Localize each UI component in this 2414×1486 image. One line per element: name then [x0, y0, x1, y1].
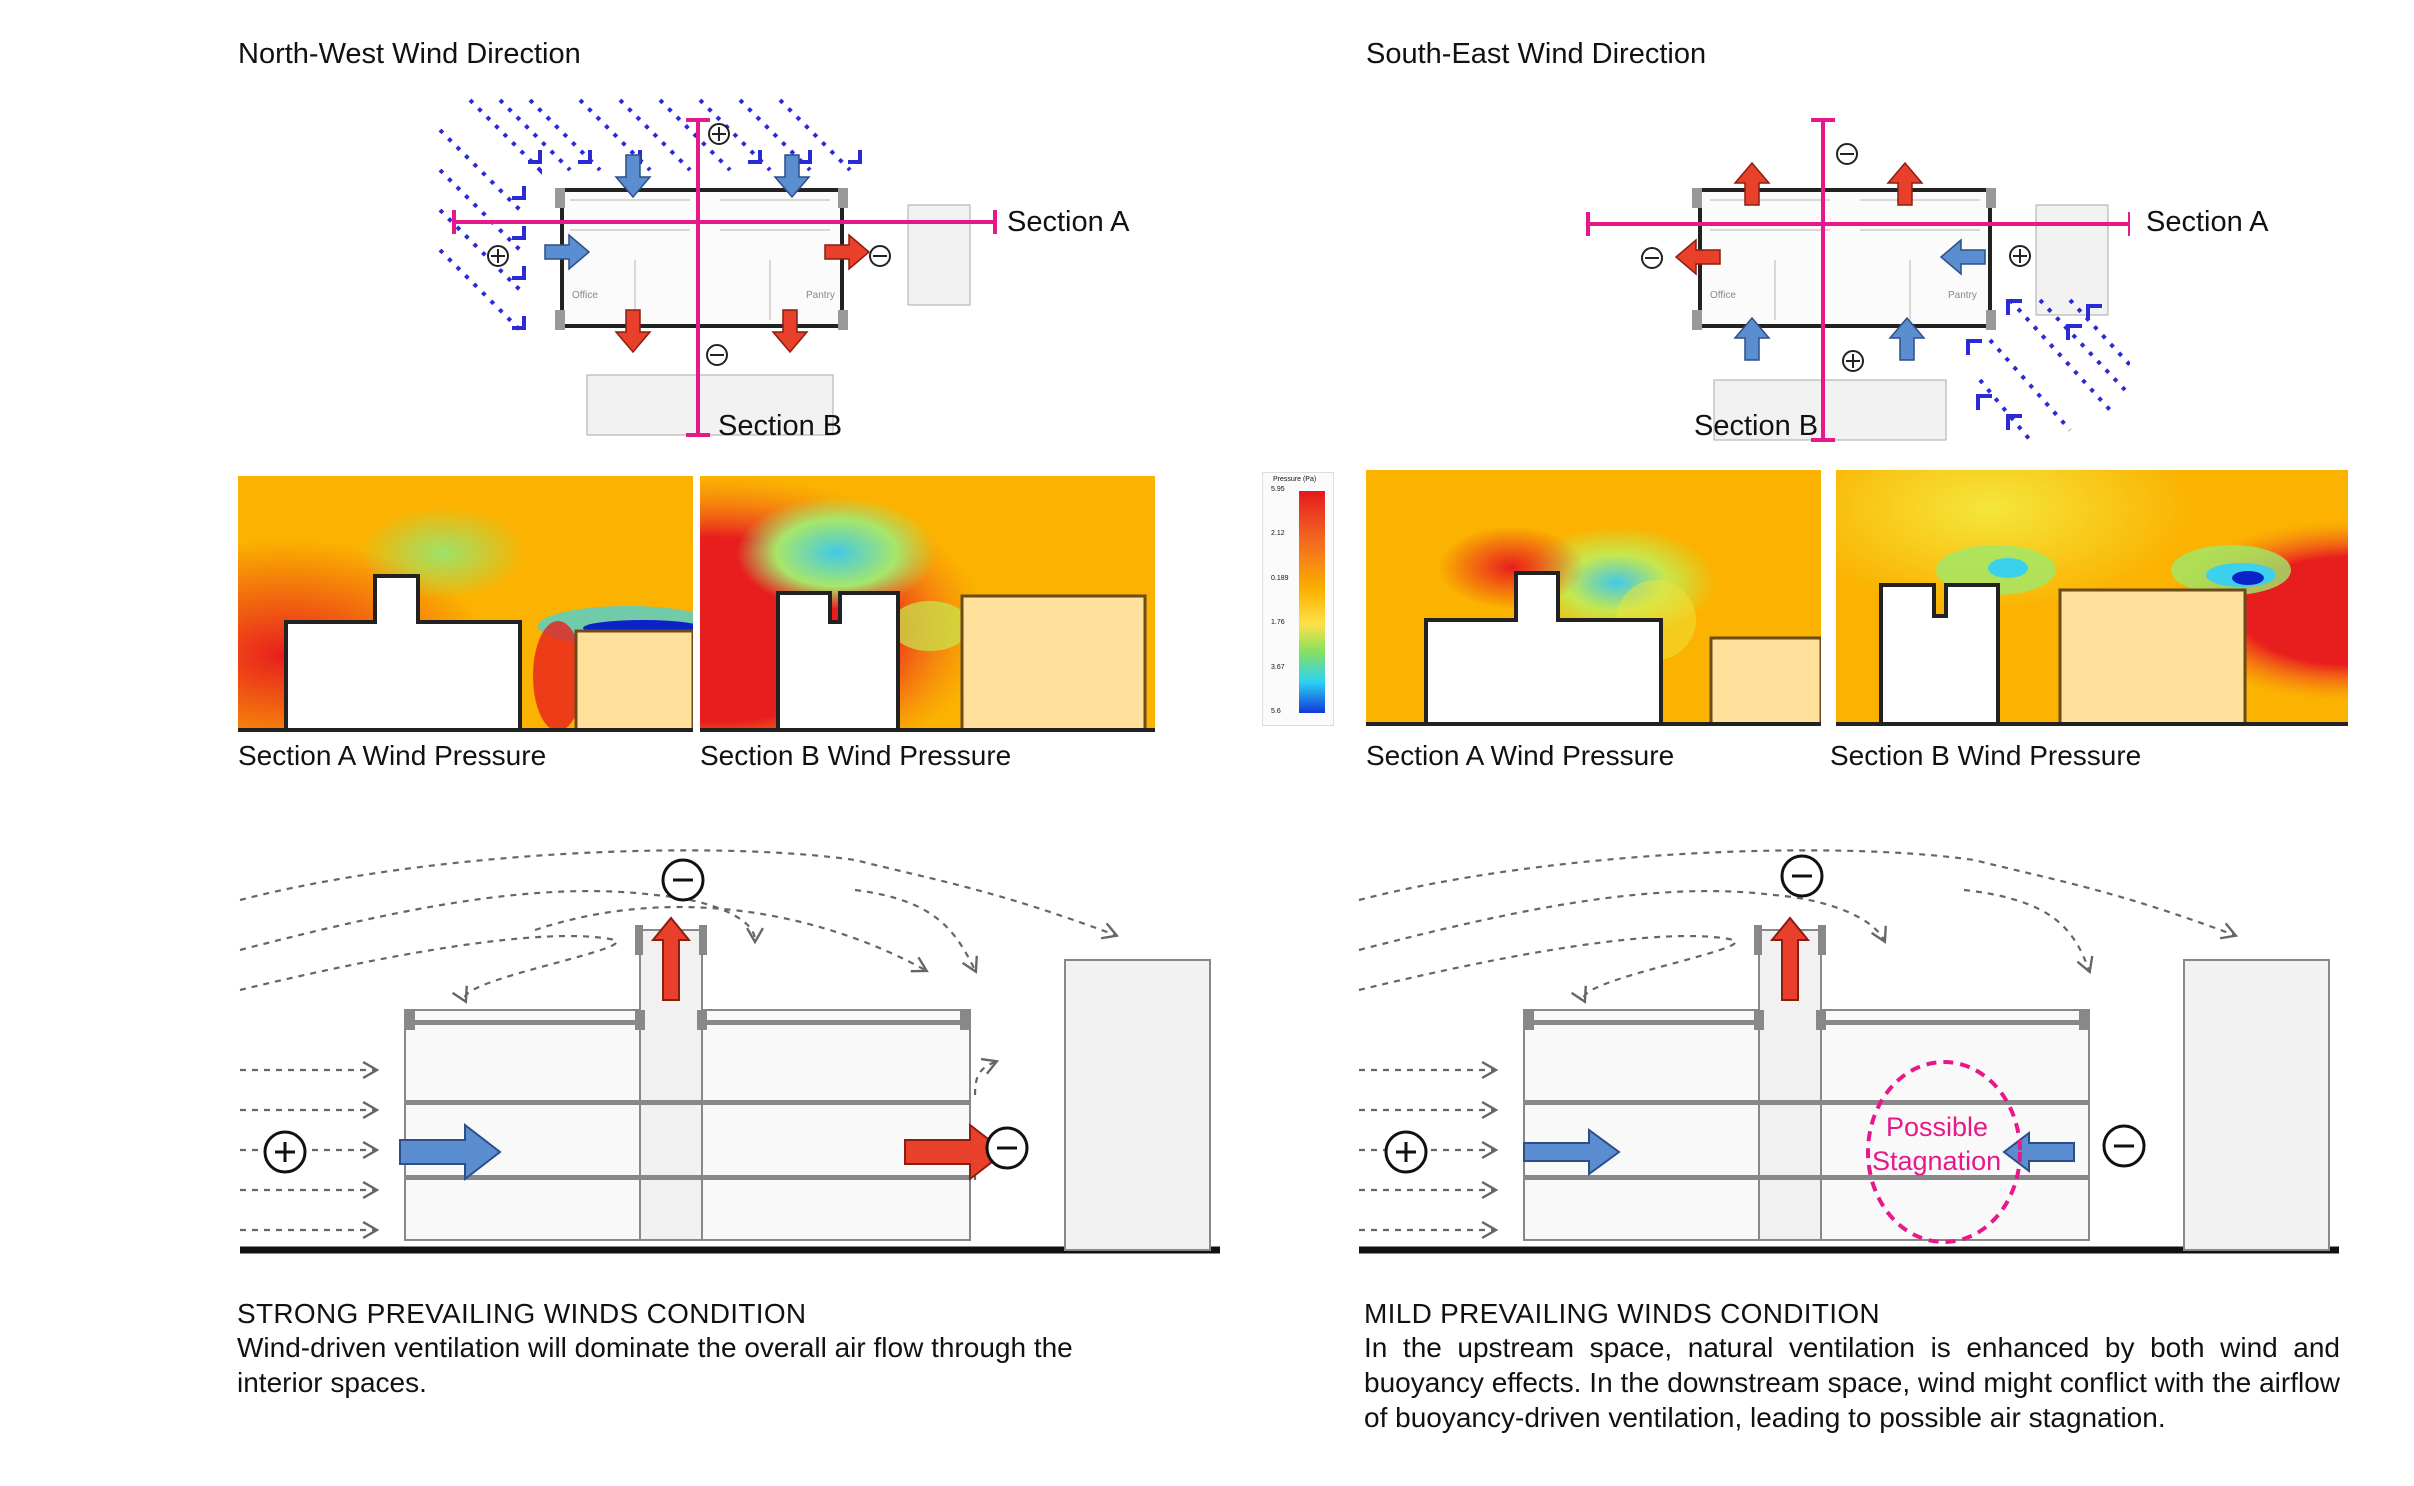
right-inflow-arrow	[1523, 1128, 1621, 1176]
right-section-flow-diagram	[1358, 849, 2339, 1254]
legend-tick: 5.6	[1271, 708, 1281, 715]
stagnation-label-1: Possible	[1886, 1112, 1989, 1142]
right-section-a-pressure-map	[1366, 470, 1821, 726]
right-plan-inflow-arrows	[1733, 238, 1986, 361]
right-section-b-pressure-map	[1836, 470, 2348, 726]
right-plan-diagram: Office Pantry	[1586, 118, 2130, 442]
left-caption-a: Section A Wind Pressure	[238, 740, 547, 771]
left-section-b-pressure-map	[700, 476, 1155, 732]
left-plan-outflow-arrows	[614, 233, 871, 354]
legend-tick: 0.189	[1271, 574, 1289, 582]
left-caption-b: Section B Wind Pressure	[700, 740, 1012, 771]
left-plan-inflow-arrows	[544, 154, 811, 271]
right-heading: MILD PREVAILING WINDS CONDITION	[1364, 1298, 1880, 1329]
stagnation-label-2: Stagnation	[1872, 1146, 2002, 1176]
right-caption-a: Section A Wind Pressure	[1366, 740, 1675, 771]
left-inflow-arrow	[399, 1122, 502, 1182]
left-outflow-arrow	[904, 1122, 1007, 1182]
right-room-pantry: Pantry	[1948, 290, 1977, 301]
stagnation-zone	[1866, 1060, 2022, 1244]
right-plan-outflow-arrows	[1674, 161, 1924, 276]
left-room-office: Office	[572, 290, 598, 301]
right-title: South-East Wind Direction	[1366, 38, 1707, 70]
right-caption-b: Section B Wind Pressure	[1830, 740, 2142, 771]
legend-tick: 1.76	[1271, 619, 1285, 627]
right-section-b-label: Section B	[1694, 410, 1819, 442]
right-room-office: Office	[1710, 290, 1736, 301]
pressure-legend: Pressure (Pa) 5.95 2.12 0.189 1.76 3.67 5.6	[1262, 472, 1334, 726]
left-section-a-label: Section A	[1007, 206, 1130, 238]
legend-tick: 3.67	[1271, 663, 1285, 671]
legend-colorbar	[1299, 491, 1325, 713]
left-heading: STRONG PREVAILING WINDS CONDITION	[237, 1298, 807, 1329]
right-up-arrow	[1769, 916, 1811, 1001]
right-description: In the upstream space, natural ventilati…	[1364, 1332, 2340, 1433]
legend-title: Pressure (Pa)	[1273, 476, 1317, 483]
left-up-arrow	[650, 916, 692, 1001]
left-section-b-label: Section B	[718, 410, 843, 442]
left-section-flow-diagram	[239, 849, 1220, 1254]
right-section-a-label: Section A	[2146, 206, 2269, 238]
left-plan-diagram: Office Pantry	[438, 98, 997, 437]
left-section-a-pressure-map	[238, 476, 693, 732]
left-description: Wind-driven ventilation will dominate th…	[237, 1332, 1073, 1398]
left-title: North-West Wind Direction	[238, 38, 581, 70]
legend-tick: 5.95	[1271, 486, 1285, 493]
legend-tick: 2.12	[1271, 530, 1285, 538]
left-wind-pattern	[438, 98, 852, 332]
left-room-pantry: Pantry	[806, 290, 835, 301]
